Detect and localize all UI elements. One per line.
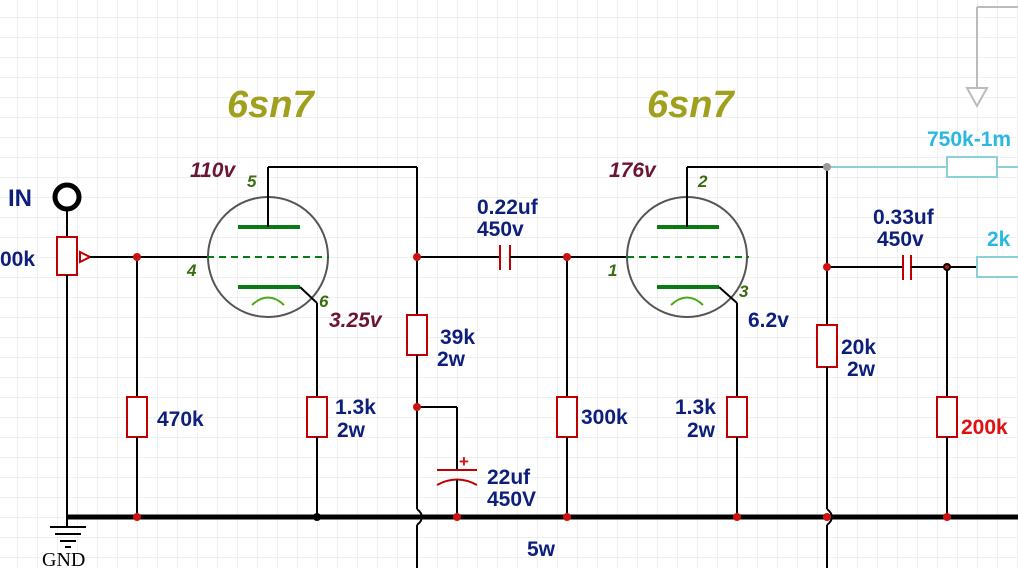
label-200k: 200k [961, 416, 1008, 439]
label-300k: 300k [581, 406, 628, 429]
label-filter-polarity: + [459, 452, 469, 471]
input-potentiometer [56, 236, 78, 276]
pin-v1-plate: 5 [247, 172, 257, 191]
resistor-cathode-v2 [726, 396, 748, 438]
pot-label: 00k [0, 248, 35, 271]
junction-dot [733, 513, 741, 521]
voltage-v1-plate: 110v [190, 159, 236, 182]
junction-dot [413, 403, 421, 411]
label-rk1-value: 1.3k [335, 396, 376, 419]
junction-dot [823, 513, 831, 521]
junction-dot [453, 513, 461, 521]
label-39k-value: 39k [440, 326, 475, 349]
junction-dot [133, 253, 141, 261]
pin-v2-plate: 2 [697, 172, 708, 191]
resistor-dropping-39k [406, 314, 428, 356]
junction-dot [563, 253, 571, 261]
resistor-300k [556, 396, 578, 438]
label-20k-power: 2w [847, 358, 876, 381]
label-20k-value: 20k [841, 336, 876, 359]
feedback-arrow [965, 6, 1018, 109]
tube-label-v2: 6sn7 [647, 84, 735, 126]
label-bottom-power: 5w [527, 538, 556, 561]
resistor-load-20k [816, 324, 838, 368]
input-label: IN [8, 185, 32, 212]
pin-v2-grid: 1 [608, 261, 617, 280]
label-filter-value: 22uf [487, 466, 531, 489]
resistor-200k [936, 396, 958, 438]
label-cc2-voltage: 450v [877, 228, 924, 251]
label-filter-voltage: 450V [487, 488, 536, 511]
junction-dot [313, 513, 321, 521]
label-39k-power: 2w [437, 348, 466, 371]
label-cc1-voltage: 450v [477, 218, 524, 241]
pin-v1-grid: 4 [186, 261, 197, 280]
voltage-v2-plate: 176v [609, 159, 657, 182]
label-cc2-value: 0.33uf [873, 206, 935, 229]
junction-dot [133, 513, 141, 521]
label-rk2-value: 1.3k [675, 396, 716, 419]
junction-dot [823, 163, 831, 171]
tube-label-v1: 6sn7 [227, 84, 315, 126]
input-jack [52, 182, 82, 212]
label-470k: 470k [157, 408, 204, 431]
junction-dot [943, 513, 951, 521]
ground-label: GND [42, 549, 85, 568]
resistor-series-2k [976, 256, 1018, 278]
pot-wiper-arrow [79, 250, 93, 264]
voltage-v2-cathode: 6.2v [748, 309, 789, 332]
resistor-feedback [946, 156, 998, 178]
label-rk1-power: 2w [337, 419, 366, 442]
resistor-470k [126, 396, 148, 438]
pin-v1-cathode: 6 [319, 292, 329, 311]
label-2k: 2k [987, 228, 1011, 251]
junction-dot [563, 513, 571, 521]
label-cc1-value: 0.22uf [477, 196, 539, 219]
capacitor-filter-22uf [436, 469, 478, 486]
label-rk2-power: 2w [687, 419, 716, 442]
junction-dot [823, 263, 831, 271]
pin-v2-cathode: 3 [739, 282, 749, 301]
voltage-v1-cathode: 3.25v [329, 309, 383, 332]
label-feedback: 750k-1m [927, 128, 1011, 151]
junction-dot [945, 265, 949, 269]
junction-dot [413, 253, 421, 261]
ground-symbol [50, 517, 86, 548]
resistor-cathode-v1 [306, 396, 328, 438]
